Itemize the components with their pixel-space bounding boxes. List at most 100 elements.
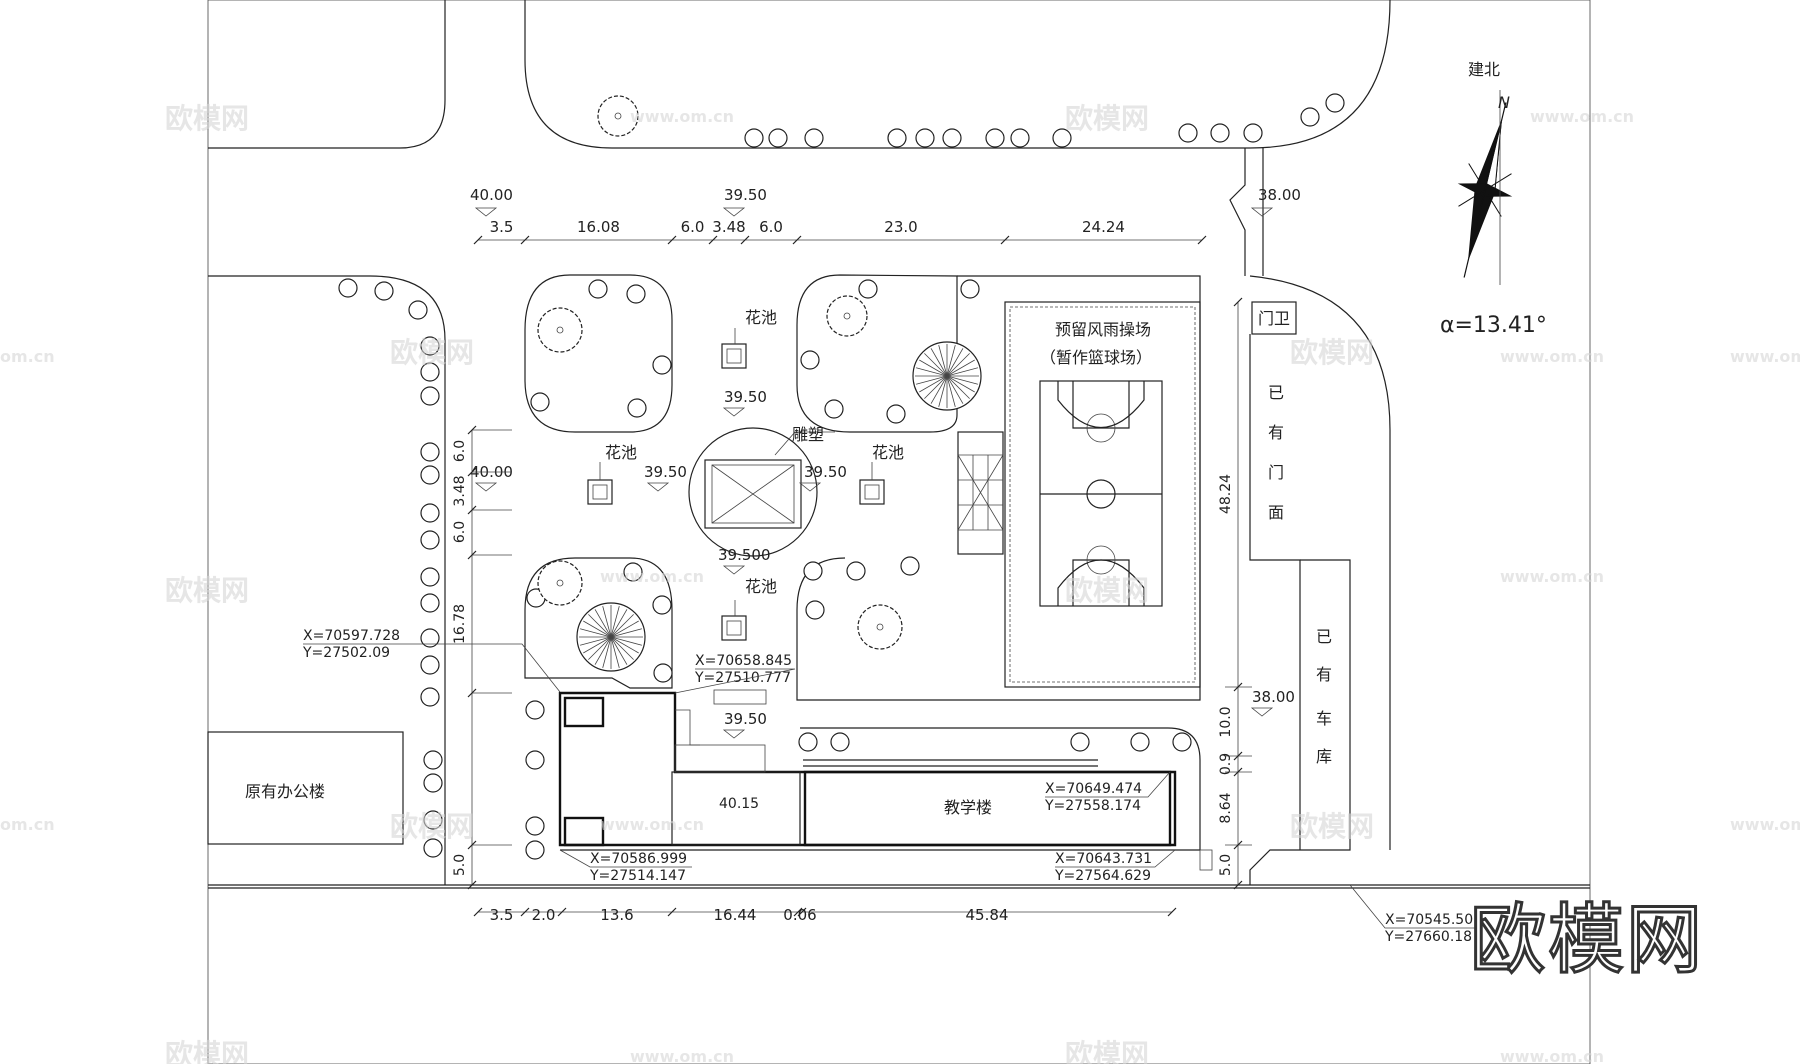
tree-icon: [1070, 732, 1090, 752]
coord-1-x: X=70597.728: [303, 628, 400, 644]
coord-2-x: X=70658.845: [695, 653, 792, 669]
svg-text:www.om.cn: www.om.cn: [1500, 1047, 1604, 1064]
elevation-38-00-top: 38.00: [1258, 186, 1301, 204]
tree-icon: [420, 687, 440, 707]
dimension-top-value: 3.5: [490, 218, 514, 236]
shrub-icon: [597, 95, 639, 137]
dimension-left-value: 16.78: [452, 604, 468, 644]
large-tree-icon: [912, 341, 982, 411]
basketball-court: [1004, 301, 1201, 688]
tree-icon: [338, 278, 358, 298]
shrub-icon: [826, 295, 868, 337]
coord-3-x: X=70649.474: [1045, 781, 1142, 797]
coord-3-y: Y=27558.174: [1044, 798, 1141, 814]
tree-icon: [886, 404, 906, 424]
tree-icon: [652, 355, 672, 375]
coord-4-x: X=70586.999: [590, 851, 687, 867]
tree-icon: [420, 362, 440, 382]
elevation-39-50-north: 39.50: [724, 388, 767, 406]
coord-6-x: X=70545.50: [1385, 912, 1473, 928]
svg-text:欧模网: 欧模网: [165, 574, 249, 607]
playground-label: 预留风雨操场: [1055, 320, 1151, 339]
svg-text:有: 有: [1268, 423, 1284, 442]
svg-text:库: 库: [1316, 747, 1332, 766]
tree-icon: [824, 399, 844, 419]
tree-icon: [1130, 732, 1150, 752]
road-west: [208, 275, 446, 885]
tree-icon: [960, 279, 980, 299]
tree-icon: [1172, 732, 1192, 752]
svg-text:www.om: www.om: [1730, 815, 1800, 834]
dimension-bottom-value: 0.06: [783, 906, 816, 924]
dimension-bottom-value: 3.5: [490, 906, 514, 924]
svg-text:om.cn: om.cn: [0, 815, 55, 834]
dimension-lines: [471, 239, 1252, 913]
dimension-right-value: 0.9: [1218, 753, 1234, 775]
tree-icon: [623, 562, 643, 582]
coord-5-y: Y=27564.629: [1054, 868, 1151, 884]
north-label: 建北: [1468, 60, 1500, 79]
tree-icon: [420, 567, 440, 587]
dimension-right-value: 10.0: [1218, 706, 1234, 737]
tree-icon: [525, 700, 545, 720]
tree-icon: [915, 128, 935, 148]
dimension-bottom-value: 13.6: [600, 906, 633, 924]
road-south: [208, 884, 1590, 889]
svg-text:欧模网: 欧模网: [1065, 574, 1149, 607]
dimension-bottom-value: 16.44: [714, 906, 757, 924]
dimension-top-value: 23.0: [884, 218, 917, 236]
playground-sublabel: （暂作篮球场）: [1040, 348, 1152, 367]
coord-6-y: Y=27660.18: [1384, 929, 1472, 945]
tree-icon: [423, 773, 443, 793]
tree-icon: [423, 810, 443, 830]
teaching-building-label: 教学楼: [944, 798, 992, 817]
tree-icon: [800, 350, 820, 370]
flower-pool-label-south: 花池: [745, 577, 777, 596]
flower-pool-label-north: 花池: [745, 308, 777, 327]
tree-icon: [420, 655, 440, 675]
svg-text:www.om.cn: www.om.cn: [600, 815, 704, 834]
sculpture-label: 雕塑: [792, 425, 824, 444]
svg-text:www.om.cn: www.om.cn: [600, 567, 704, 586]
shrub-icon: [857, 604, 903, 650]
svg-text:车: 车: [1316, 709, 1332, 728]
teaching-building: [558, 689, 1213, 871]
flower-pools: [587, 328, 885, 641]
dimension-right-value: 8.64: [1218, 792, 1234, 823]
tree-icon: [420, 465, 440, 485]
tree-icon: [626, 284, 646, 304]
tree-icon: [420, 530, 440, 550]
tree-icon: [846, 561, 866, 581]
tree-icon: [420, 628, 440, 648]
elevation-39-50-south: 39.50: [724, 710, 767, 728]
tree-icon: [420, 336, 440, 356]
tree-icon: [525, 840, 545, 860]
dimension-top-value: 6.0: [759, 218, 783, 236]
svg-text:欧模网: 欧模网: [1065, 1038, 1149, 1064]
svg-text:已: 已: [1316, 627, 1332, 646]
elevation-39-500: 39.500: [718, 546, 771, 564]
tree-icon: [900, 556, 920, 576]
tree-icon: [942, 128, 962, 148]
tree-icon: [420, 442, 440, 462]
large-tree-icon: [576, 602, 646, 672]
coord-1-y: Y=27502.09: [302, 645, 390, 661]
dimension-bottom-value: 2.0: [532, 906, 556, 924]
svg-text:欧模网: 欧模网: [1290, 810, 1374, 843]
existing-office-building: [207, 731, 404, 845]
elevation-40-15: 40.15: [719, 796, 759, 812]
tree-icon: [1052, 128, 1072, 148]
tree-icon: [374, 281, 394, 301]
flower-pool-label-east: 花池: [872, 443, 904, 462]
dimension-top-value: 3.48: [712, 218, 745, 236]
tree-icon: [887, 128, 907, 148]
shrub-icon: [537, 560, 583, 606]
coord-2-y: Y=27510.777: [694, 670, 791, 686]
dimension-top-value: 16.08: [577, 218, 620, 236]
north-n-label: N: [1498, 93, 1510, 112]
